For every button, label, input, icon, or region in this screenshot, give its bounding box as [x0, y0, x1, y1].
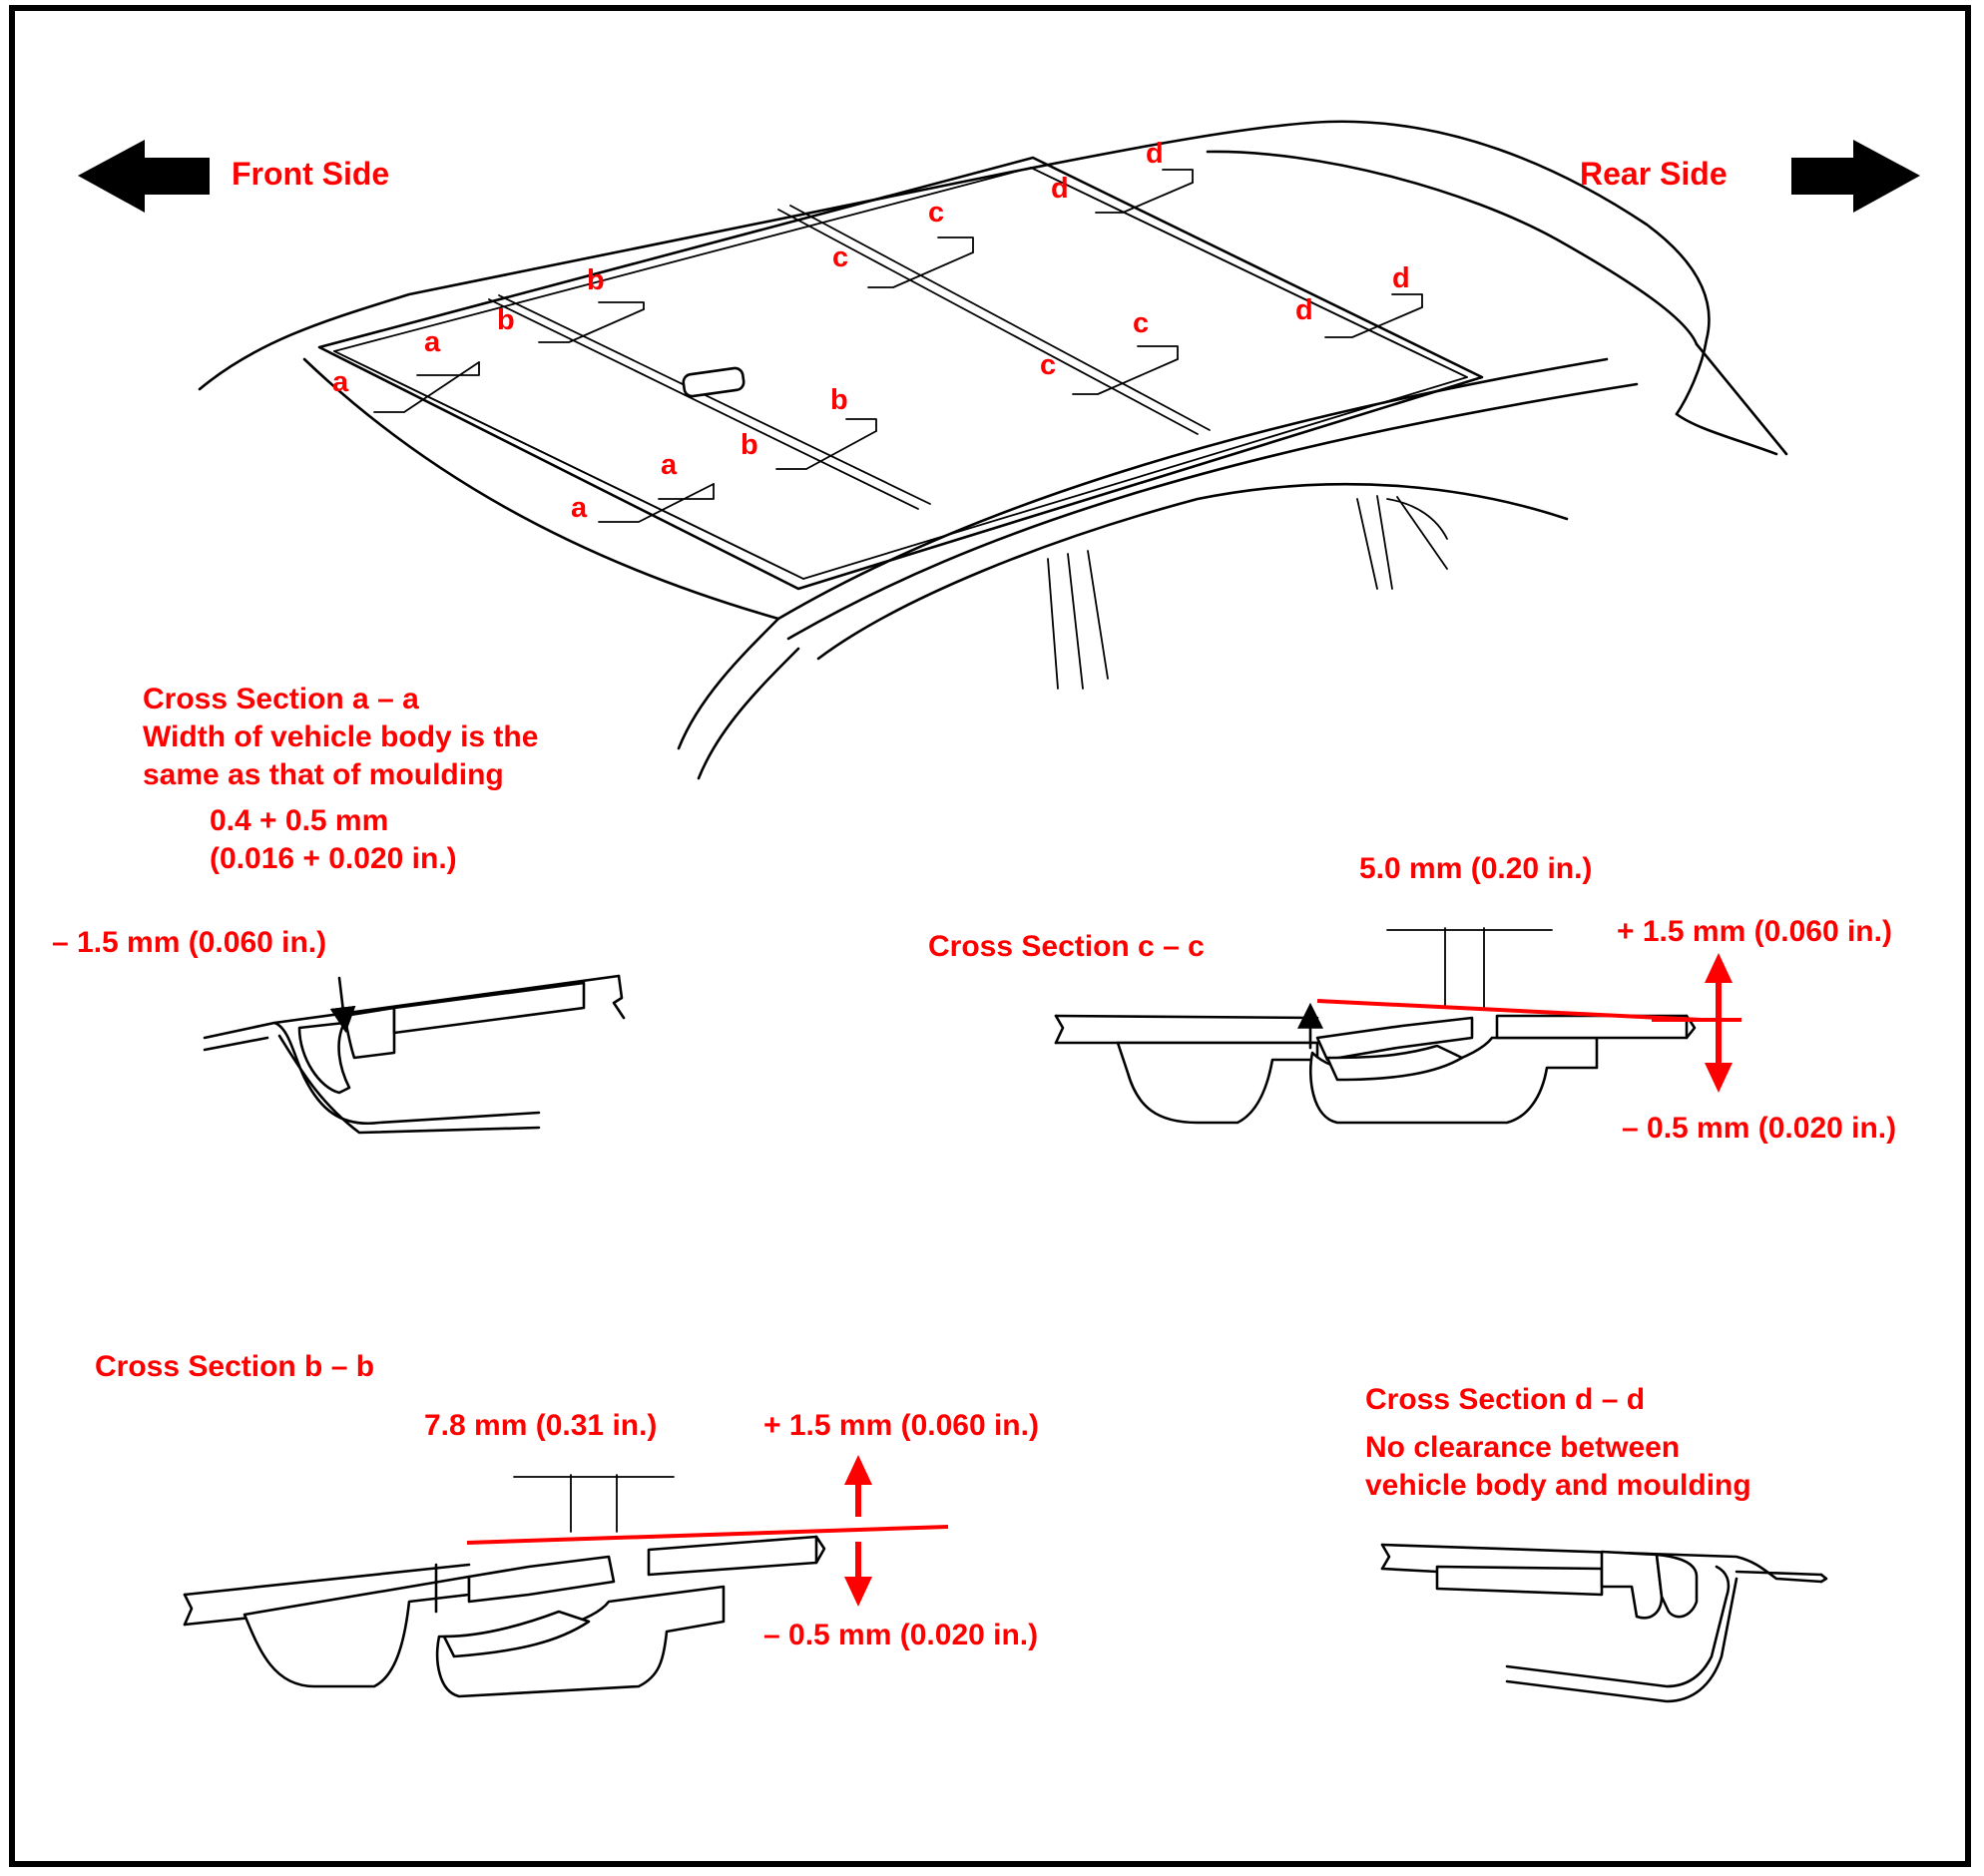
mark-b-3: b — [741, 429, 758, 461]
mark-b-2: b — [587, 264, 605, 296]
mark-d-1: d — [1051, 173, 1069, 205]
rear-side-arrow-icon — [1791, 140, 1920, 213]
mark-a-3: a — [571, 492, 588, 524]
mark-d-3: d — [1295, 294, 1313, 326]
section-dd-drawing — [1380, 1543, 1828, 1703]
section-aa-note-2: same as that of moulding — [143, 758, 504, 791]
section-cc-plus: + 1.5 mm (0.060 in.) — [1617, 915, 1892, 948]
front-side-arrow-icon — [78, 140, 210, 213]
figure-border — [9, 5, 1971, 1867]
section-dd-note-1: No clearance between — [1365, 1431, 1680, 1464]
mark-c-3: c — [1040, 349, 1056, 381]
mark-b-1: b — [497, 304, 515, 336]
front-side-label: Front Side — [232, 156, 389, 192]
section-dd-title: Cross Section d – d — [1365, 1383, 1645, 1416]
section-aa-drawing — [203, 974, 626, 1135]
section-dd-note-2: vehicle body and moulding — [1365, 1469, 1751, 1502]
mark-a-2: a — [424, 326, 441, 358]
rear-side-label: Rear Side — [1580, 156, 1728, 192]
section-cc-width: 5.0 mm (0.20 in.) — [1359, 852, 1592, 885]
vehicle-roof-illustration — [198, 120, 1788, 780]
mark-c-2: c — [928, 197, 944, 229]
section-cc-title: Cross Section c – c — [928, 930, 1205, 963]
section-cc-drawing — [1054, 927, 1741, 1125]
mark-d-2: d — [1146, 138, 1164, 170]
section-aa-tolerance-in: (0.016 + 0.020 in.) — [210, 842, 457, 875]
mark-c-4: c — [1133, 307, 1149, 339]
section-aa-title: Cross Section a – a — [143, 683, 419, 715]
mark-c-1: c — [832, 241, 848, 273]
mark-a-4: a — [661, 449, 678, 481]
section-aa-tolerance-mm: 0.4 + 0.5 mm — [210, 804, 388, 837]
section-aa-minus: – 1.5 mm (0.060 in.) — [52, 926, 326, 959]
section-bb-drawing — [183, 1455, 949, 1698]
mark-d-4: d — [1392, 262, 1410, 294]
section-bb-minus: – 0.5 mm (0.020 in.) — [763, 1619, 1038, 1651]
section-aa-note-1: Width of vehicle body is the — [143, 720, 538, 753]
section-bb-plus: + 1.5 mm (0.060 in.) — [763, 1409, 1039, 1442]
mark-a-1: a — [332, 366, 349, 398]
section-bb-width: 7.8 mm (0.31 in.) — [424, 1409, 657, 1442]
mark-b-4: b — [830, 384, 848, 416]
section-bb-title: Cross Section b – b — [95, 1350, 374, 1383]
section-cc-minus: – 0.5 mm (0.020 in.) — [1622, 1112, 1896, 1145]
